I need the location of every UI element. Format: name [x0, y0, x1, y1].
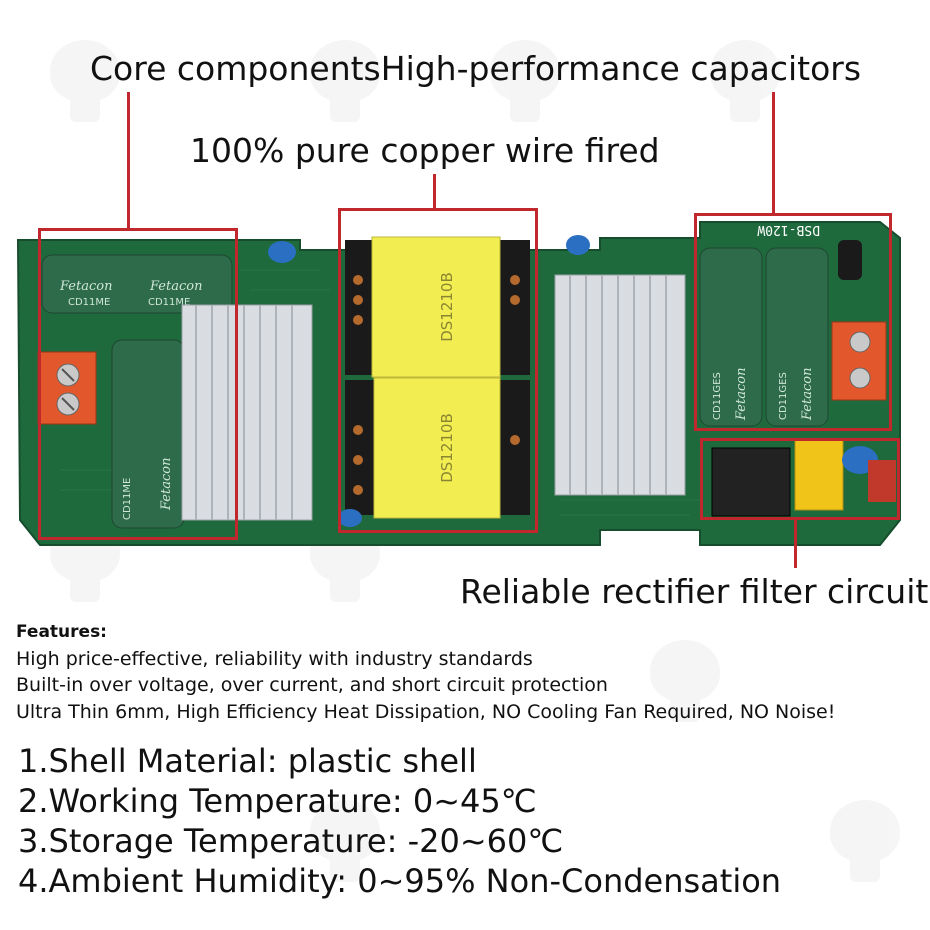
svg-text:Fetacon: Fetacon	[149, 279, 202, 294]
svg-text:Fetacon: Fetacon	[800, 368, 815, 421]
svg-text:Fetacon: Fetacon	[734, 368, 749, 421]
transformer-top: DS1210B	[345, 236, 530, 378]
highlight-box-core	[38, 228, 238, 540]
connector-copper	[433, 174, 436, 210]
watermark-bulb	[300, 800, 390, 890]
watermark-bulb	[300, 40, 390, 130]
heatsink-middle	[554, 274, 686, 496]
callout-copper-wire: 100% pure copper wire fired	[190, 131, 660, 170]
callout-core-components: Core componentsHigh-performance capacito…	[90, 49, 862, 88]
svg-text:DS1210B: DS1210B	[438, 272, 456, 342]
capacitor-right-1: Fetacon CD11GES	[699, 247, 763, 427]
spec-ambient-humidity: 4.Ambient Humidity: 0~95% Non-Condensati…	[18, 862, 782, 900]
svg-text:Fetacon: Fetacon	[159, 458, 174, 511]
capacitor-left-vertical: Fetacon CD11ME	[111, 339, 185, 529]
watermark-bulb	[700, 40, 790, 130]
terminal-left	[37, 351, 97, 425]
callout-rectifier: Reliable rectifier filter circuit	[460, 572, 929, 611]
svg-text:CD11GES: CD11GES	[712, 372, 723, 420]
svg-text:CD11ME: CD11ME	[122, 478, 133, 520]
spec-shell-material: 1.Shell Material: plastic shell	[18, 742, 477, 780]
terminal-right	[831, 321, 887, 401]
transistor	[838, 240, 862, 280]
spec-working-temperature: 2.Working Temperature: 0~45℃	[18, 782, 537, 820]
svg-text:CD11ME: CD11ME	[68, 297, 110, 308]
feature-item: Built-in over voltage, over current, and…	[16, 674, 608, 696]
connector-core	[127, 92, 130, 230]
transformer-bottom: DS1210B	[345, 377, 530, 519]
features-title: Features:	[16, 622, 107, 642]
highlight-box-capacitors	[694, 213, 892, 431]
connector-capacitors	[772, 92, 775, 215]
watermark-bulb	[640, 640, 730, 730]
watermark-bulb	[820, 800, 910, 890]
heatsink-left	[181, 304, 313, 521]
board-id-text: DSB-120W	[757, 222, 820, 237]
cap-text-1: Fetacon	[59, 279, 112, 294]
watermark-bulb	[40, 40, 130, 130]
svg-text:CD11GES: CD11GES	[778, 372, 789, 420]
capacitor-right-2: Fetacon CD11GES	[765, 247, 829, 427]
svg-text:DS1210B: DS1210B	[438, 413, 456, 483]
capacitor-left-horizontal: Fetacon Fetacon CD11ME CD11ME	[41, 254, 233, 314]
feature-item: Ultra Thin 6mm, High Efficiency Heat Dis…	[16, 701, 836, 723]
connector-rectifier	[794, 520, 797, 568]
feature-item: High price-effective, reliability with i…	[16, 648, 533, 670]
watermark-bulb	[480, 40, 570, 130]
spec-storage-temperature: 3.Storage Temperature: -20~60℃	[18, 822, 564, 860]
small-blue-cap	[268, 241, 296, 263]
rectifier-components	[711, 439, 896, 517]
highlight-box-copper	[338, 208, 538, 533]
highlight-box-rectifier	[700, 438, 900, 520]
svg-text:CD11ME: CD11ME	[148, 297, 190, 308]
